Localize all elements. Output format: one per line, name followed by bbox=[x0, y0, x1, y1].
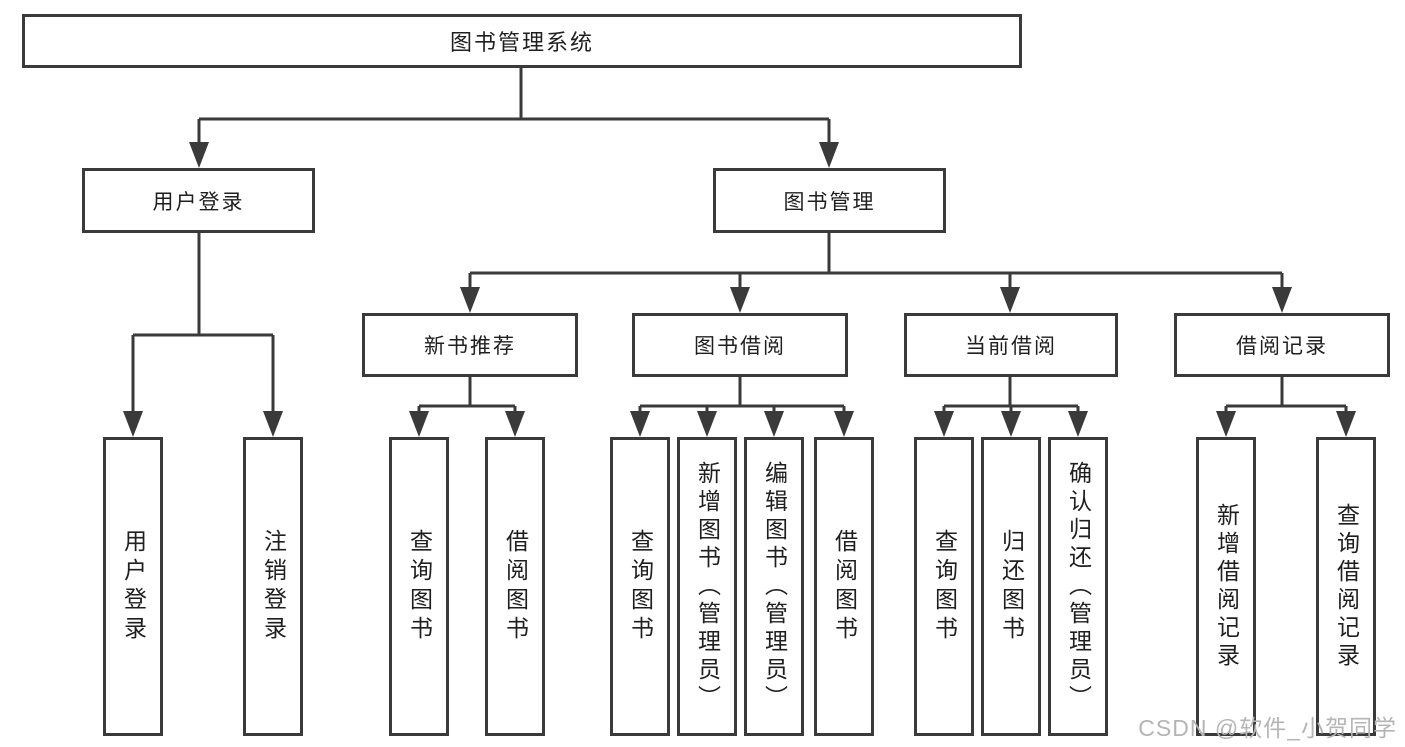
leaf-return-books: 归还图书 bbox=[981, 437, 1041, 736]
node-book-borrow: 图书借阅 bbox=[632, 313, 848, 377]
node-user-login: 用户登录 bbox=[82, 168, 315, 233]
node-borrow-records: 借阅记录 bbox=[1174, 313, 1390, 377]
leaf-query-books-current: 查询图书 bbox=[914, 437, 974, 736]
node-library-management-system: 图书管理系统 bbox=[22, 14, 1022, 68]
node-current-borrow: 当前借阅 bbox=[904, 313, 1118, 377]
watermark-text: CSDN @软件_小贺同学 bbox=[1138, 715, 1397, 741]
leaf-borrow-books-recommend: 借阅图书 bbox=[485, 437, 545, 736]
leaf-add-borrow-record: 新增借阅记录 bbox=[1196, 437, 1256, 736]
leaf-confirm-return-admin: 确认归还（管理员） bbox=[1048, 437, 1108, 736]
node-new-book-recommend: 新书推荐 bbox=[362, 313, 578, 377]
leaf-edit-books-admin: 编辑图书（管理员） bbox=[744, 437, 804, 736]
leaf-user-login: 用户登录 bbox=[103, 437, 163, 736]
leaf-logout: 注销登录 bbox=[243, 437, 303, 736]
leaf-query-borrow-record: 查询借阅记录 bbox=[1316, 437, 1376, 736]
leaf-borrow-books: 借阅图书 bbox=[814, 437, 874, 736]
leaf-query-books-recommend: 查询图书 bbox=[389, 437, 449, 736]
leaf-add-books-admin: 新增图书（管理员） bbox=[677, 437, 737, 736]
node-book-management: 图书管理 bbox=[713, 168, 946, 233]
leaf-query-books-borrow: 查询图书 bbox=[610, 437, 670, 736]
